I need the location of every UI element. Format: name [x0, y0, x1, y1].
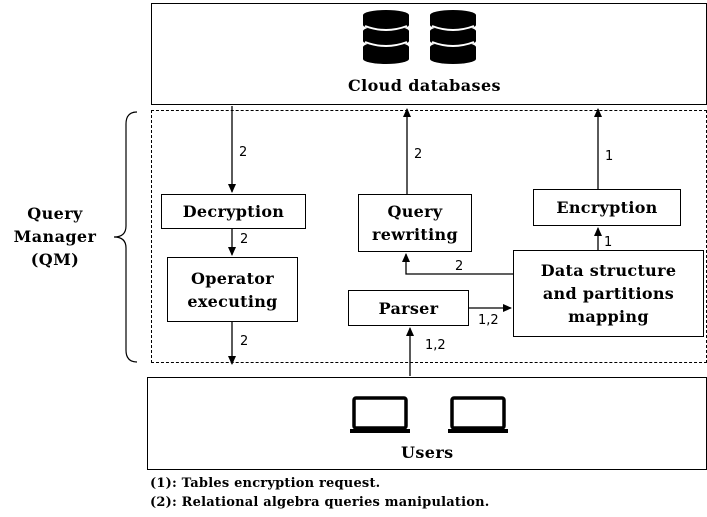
- query-rewriting-box: Query rewriting: [358, 194, 472, 252]
- edge-label: 2: [240, 334, 249, 349]
- edge-label: 2: [240, 232, 249, 247]
- edge-label: 2: [455, 259, 464, 274]
- legend-item-1: (1): Tables encryption request.: [150, 476, 381, 491]
- edge-label: 1: [605, 149, 614, 164]
- operator-executing-box: Operator executing: [167, 257, 298, 322]
- edge-label: 2: [414, 147, 423, 162]
- cloud-databases-label: Cloud databases: [348, 76, 501, 95]
- data-structure-box: Data structure and partitions mapping: [513, 250, 704, 337]
- parser-box: Parser: [348, 290, 469, 326]
- decryption-box: Decryption: [161, 194, 306, 229]
- edge-label: 1,2: [425, 338, 446, 353]
- query-manager-label: Query Manager (QM): [13, 204, 97, 269]
- edge-label: 1,2: [478, 313, 499, 328]
- users-label: Users: [401, 443, 454, 462]
- edge-label: 1: [604, 235, 613, 250]
- encryption-box: Encryption: [533, 189, 681, 226]
- edge-label: 2: [239, 145, 248, 160]
- legend-item-2: (2): Relational algebra queries manipula…: [150, 495, 490, 510]
